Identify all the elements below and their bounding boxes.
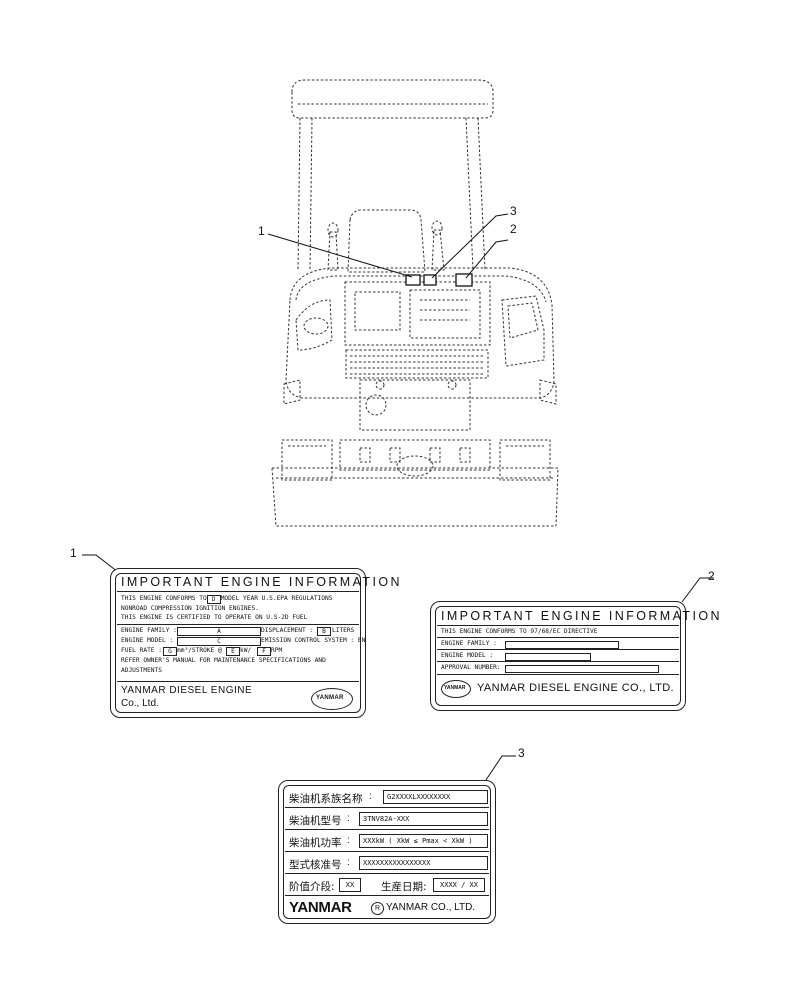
label1-fuel-rate: FUEL RATE : <box>121 647 162 654</box>
label2-maker: YANMAR DIESEL ENGINE CO., LTD. <box>477 682 674 694</box>
label1-fuel-type: U.S-2D <box>266 614 289 621</box>
label1-nonroad: NONROAD COMPRESSION IGNITION ENGINES. <box>121 605 259 612</box>
label3-date-label: 生産日期: <box>381 881 427 893</box>
callout-2: 2 <box>510 222 517 236</box>
label1-kw: kW/ <box>240 647 252 654</box>
callout-label-2: 2 <box>708 569 715 583</box>
yanmar-logo: YANMAR <box>441 680 471 698</box>
label2-approval: APPROVAL NUMBER: <box>441 664 501 671</box>
label3-power-value: XXXkW ( XkW ≤ Pmax < XkW ) <box>359 834 488 848</box>
label3-power-label: 柴油机功率 <box>289 837 342 849</box>
label1-fuel: FUEL <box>292 614 308 621</box>
label3-stage-label: 阶值介段: <box>289 881 335 893</box>
callout-label-1: 1 <box>70 546 77 560</box>
label3-approval-sep: : <box>347 857 350 868</box>
label1-title: IMPORTANT ENGINE INFORMATION <box>121 575 402 589</box>
label1-maker-1: YANMAR DIESEL ENGINE <box>121 685 253 696</box>
label3-brand: YANMAR <box>289 899 352 916</box>
label3-stage-value: XX <box>339 878 361 892</box>
ec-engine-label: IMPORTANT ENGINE INFORMATION THIS ENGINE… <box>430 601 719 711</box>
label1-certified: THIS ENGINE IS CERTIFIED TO OPERATE ON <box>121 614 263 621</box>
label1-engine-family-value: A <box>177 627 261 636</box>
label3-family-sep: : <box>369 791 372 802</box>
label3-model-label: 柴油机型号 <box>289 815 342 827</box>
callout-label-3: 3 <box>518 746 525 760</box>
yanmar-logo: YANMAR <box>311 688 353 710</box>
label1-liters: LITERS <box>332 627 355 634</box>
label1-maker-2: Co., Ltd. <box>121 698 159 709</box>
label1-displacement-value: B <box>317 627 331 636</box>
label1-displacement: DISPLACEMENT : <box>261 627 314 634</box>
label3-date-value: XXXX / XX <box>433 878 485 892</box>
china-engine-label: 柴油机系族名称 : G2XXXXLXXXXXXXX 柴油机型号 : 3TNV82… <box>278 780 496 924</box>
label1-emission: EMISSION CONTROL SYSTEM : EN <box>261 637 366 644</box>
label1-conforms: THIS ENGINE CONFORMS TO <box>121 595 207 602</box>
label1-model-year: MODEL YEAR U.S.EPA REGULATIONS <box>220 595 333 602</box>
label1-refer-1: REFER OWNER'S MANUAL FOR MAINTENANCE SPE… <box>121 657 326 664</box>
label2-approval-field <box>505 665 659 673</box>
label3-company: YANMAR CO., LTD. <box>386 902 476 913</box>
label1-kw-value: F <box>257 647 271 656</box>
label3-family-value: G2XXXXLXXXXXXXX <box>383 790 488 804</box>
label1-engine-model: ENGINE MODEL : <box>121 637 174 644</box>
label1-stroke-value: E <box>226 647 240 656</box>
label1-engine-family: ENGINE FAMILY : <box>121 627 177 634</box>
label3-approval-value: XXXXXXXXXXXXXXXX <box>359 856 488 870</box>
callout-1: 1 <box>258 224 265 238</box>
label1-refer-2: ADJUSTMENTS <box>121 667 162 674</box>
label1-rpm: RPM <box>271 647 283 654</box>
label1-box-d: D <box>206 595 221 604</box>
label1-engine-model-value: C <box>177 637 261 646</box>
label2-engine-model-field <box>505 653 591 661</box>
label3-model-value: 3TNV82A-XXX <box>359 812 488 826</box>
label1-stroke: mm³/STROKE @ <box>177 647 222 654</box>
label1-fuel-rate-value: G <box>163 647 177 656</box>
label2-engine-family-field <box>505 641 619 649</box>
label2-engine-model: ENGINE MODEL : <box>441 652 494 659</box>
label3-family-label: 柴油机系族名称 <box>289 793 363 805</box>
label3-approval-label: 型式核准号 <box>289 859 342 871</box>
registered-mark-icon: R <box>371 902 384 915</box>
label3-model-sep: : <box>347 813 350 824</box>
label2-title: IMPORTANT ENGINE INFORMATION <box>441 609 722 623</box>
label2-directive: THIS ENGINE CONFORMS TO 97/68/EC DIRECTI… <box>441 628 598 635</box>
label3-power-sep: : <box>347 835 350 846</box>
callout-3: 3 <box>510 204 517 218</box>
label2-engine-family: ENGINE FAMILY : <box>441 640 497 647</box>
us-epa-engine-label: IMPORTANT ENGINE INFORMATION THIS ENGINE… <box>110 568 399 718</box>
